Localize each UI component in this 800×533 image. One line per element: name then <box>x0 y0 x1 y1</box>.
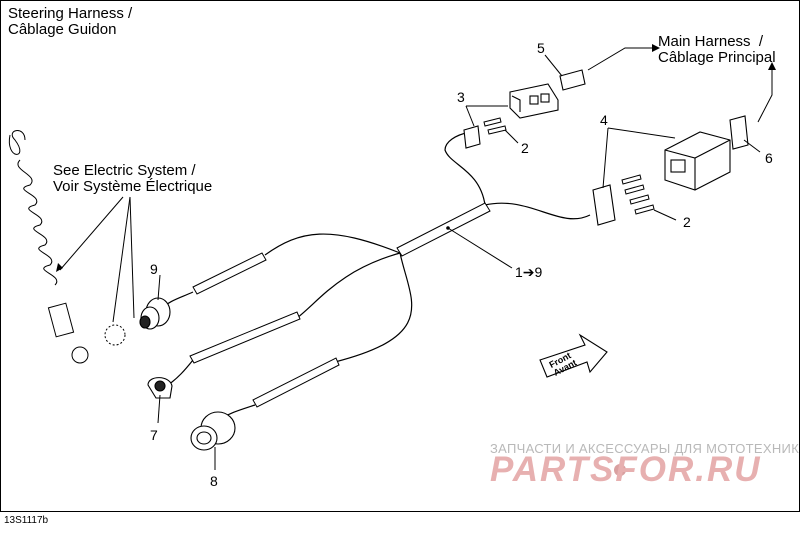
callout-1-9: 1➔9 <box>515 264 543 280</box>
pins-2b <box>621 174 655 215</box>
sleeve-switch-9 <box>192 252 267 295</box>
switch-9 <box>139 297 171 330</box>
sleeve-switch-8 <box>252 357 340 408</box>
connector-3 <box>463 83 559 149</box>
see-electric-note: See Electric System /Voir Système Électr… <box>53 162 213 195</box>
wire-to-connector-4 <box>484 202 591 220</box>
wire-to-connector-3 <box>444 131 486 206</box>
front-arrow <box>539 333 608 378</box>
plate-6 <box>729 115 749 150</box>
callout-7: 7 <box>150 427 158 443</box>
callout-2-lower: 2 <box>683 214 691 230</box>
ring-terminal-7 <box>147 377 173 399</box>
callout-6: 6 <box>765 150 773 166</box>
plate-5 <box>559 69 586 91</box>
sleeve-main <box>396 202 491 257</box>
wire-to-switch-8 <box>334 252 413 363</box>
watermark-logo: PARTSFOR.RU <box>490 450 762 489</box>
lanyard-cord <box>8 130 126 364</box>
callout-8: 8 <box>210 473 218 489</box>
connector-4 <box>592 131 731 226</box>
callout-5: 5 <box>537 40 545 56</box>
watermark-tagline: ЗАПЧАСТИ И АКСЕССУАРЫ ДЛЯ МОТОТЕХНИКИ <box>490 441 800 456</box>
callout-3: 3 <box>457 89 465 105</box>
sleeve-ring-7 <box>189 311 301 364</box>
switch-8 <box>190 411 236 451</box>
wire-to-ring-7 <box>296 252 401 319</box>
pins-2a <box>483 117 507 135</box>
diagram-code: 13S1117b <box>4 515 49 526</box>
wire-to-switch-9 <box>264 233 401 256</box>
callout-4: 4 <box>600 112 608 128</box>
main-harness-note: Main Harness /Câblage Principal <box>658 33 776 66</box>
callout-2-upper: 2 <box>521 140 529 156</box>
diagram-title: Steering Harness /Câblage Guidon <box>8 5 133 38</box>
callout-9: 9 <box>150 261 158 277</box>
